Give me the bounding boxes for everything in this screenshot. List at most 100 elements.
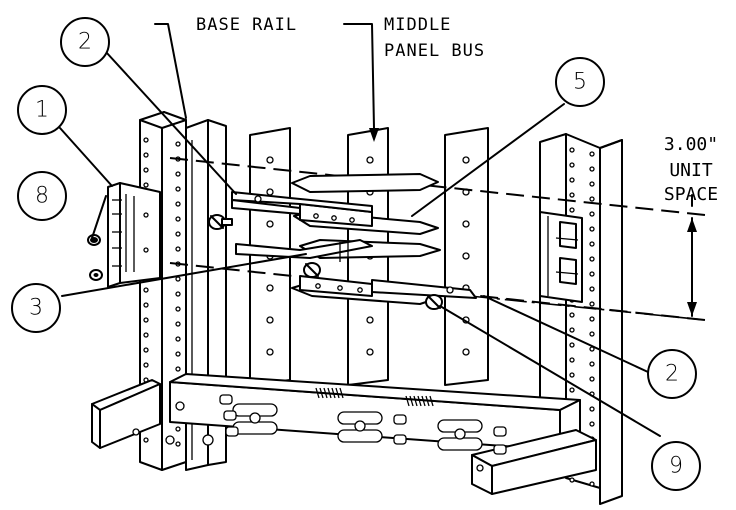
bracket-slot — [232, 421, 278, 435]
rail-hole — [143, 182, 149, 188]
bracket-small-slot — [393, 414, 407, 425]
strip-hole — [462, 348, 470, 356]
grille-line — [331, 387, 336, 399]
strip-hole — [462, 156, 470, 164]
grille-line — [319, 387, 324, 399]
rail-hole — [589, 316, 595, 322]
rail-hole — [589, 301, 595, 307]
rail-hole — [175, 231, 181, 237]
rail-hole — [175, 441, 181, 447]
callout-3-label: 3 — [29, 296, 43, 321]
grille-line — [315, 387, 320, 399]
rail-hole — [569, 387, 575, 393]
rail-hole — [143, 317, 149, 323]
callout-5: 5 — [555, 57, 605, 107]
rail-hole — [143, 437, 149, 443]
screw-bus-middle — [303, 262, 321, 278]
strip-hole — [462, 252, 470, 260]
strip-hole — [366, 156, 374, 164]
rail-hole — [143, 332, 149, 338]
rail-hole — [589, 271, 595, 277]
dimension-marker — [687, 194, 697, 317]
strip-hole — [462, 220, 470, 228]
rail-hole — [175, 336, 181, 342]
strip-hole — [266, 156, 274, 164]
callout-2-top-label: 2 — [78, 30, 92, 55]
rail-hole — [175, 276, 181, 282]
rail-hole — [569, 357, 575, 363]
grille-line — [323, 387, 328, 399]
rail-hole — [569, 192, 575, 198]
rail-hole — [175, 366, 181, 372]
strip-hole — [266, 316, 274, 324]
rail-hole — [589, 256, 595, 262]
rail-hole — [569, 162, 575, 168]
dimension-value: 3.00" — [664, 134, 718, 155]
nut-upper — [87, 234, 101, 246]
rail-hole — [589, 481, 595, 487]
base-rail-label: BASE RAIL — [196, 15, 297, 35]
rail-hole — [143, 287, 149, 293]
grille-line — [421, 395, 426, 407]
rail-hole — [143, 362, 149, 368]
grille-line — [429, 395, 434, 407]
strip-hole — [266, 220, 274, 228]
strip-hole — [266, 348, 274, 356]
rail-hole — [175, 306, 181, 312]
rail-hole — [569, 147, 575, 153]
bracket-hole — [249, 412, 261, 424]
rail-hole — [569, 342, 575, 348]
rail-hole — [589, 406, 595, 412]
bracket-hole — [454, 428, 466, 440]
nut-lower — [89, 269, 103, 281]
rail-hole — [175, 291, 181, 297]
callout-5-label: 5 — [573, 70, 587, 95]
bracket-small-slot — [223, 410, 237, 421]
bracket-grilles — [315, 387, 434, 407]
bracket-small-slot — [225, 426, 239, 437]
rail-hole — [175, 321, 181, 327]
dimension-unit-label: UNIT — [669, 160, 713, 181]
rail-hole — [175, 246, 181, 252]
rail-hole — [569, 312, 575, 318]
rail-hole — [589, 211, 595, 217]
upper-bus-bar — [231, 173, 439, 235]
rail-hole — [589, 196, 595, 202]
callout-2-right: 2 — [647, 349, 697, 399]
strip-hole — [266, 284, 274, 292]
bracket-small-slot — [493, 444, 507, 455]
rail-hole — [175, 186, 181, 192]
rail-hole — [569, 177, 575, 183]
bracket-small-slot — [393, 434, 407, 445]
callout-1-label: 1 — [35, 98, 49, 123]
callout-2-top: 2 — [60, 17, 110, 67]
rail-hole — [569, 207, 575, 213]
rail-hole — [589, 286, 595, 292]
rail-hole — [175, 351, 181, 357]
grille-line — [413, 395, 418, 407]
hinge-bracket-right — [539, 211, 583, 303]
bracket-small-slot — [219, 394, 233, 405]
rail-hole — [143, 347, 149, 353]
rail-hole — [569, 372, 575, 378]
callout-9: 9 — [651, 441, 701, 491]
grille-line — [335, 387, 340, 399]
rail-hole — [589, 181, 595, 187]
bracket-hole — [354, 420, 366, 432]
rail-hole — [175, 171, 181, 177]
bracket-slot — [337, 429, 383, 443]
bracket-slots — [219, 394, 507, 455]
rail-hole — [175, 216, 181, 222]
bracket-slot — [437, 437, 483, 451]
grille-line — [417, 395, 422, 407]
strip-hole — [366, 316, 374, 324]
callout-1: 1 — [17, 85, 67, 135]
leader-lines — [59, 23, 661, 437]
rail-hole — [143, 152, 149, 158]
hinge-bracket-left — [107, 182, 161, 288]
grille-line — [327, 387, 332, 399]
rail-hole — [143, 137, 149, 143]
middle-panel-bus-label-line2: PANEL BUS — [384, 41, 485, 61]
